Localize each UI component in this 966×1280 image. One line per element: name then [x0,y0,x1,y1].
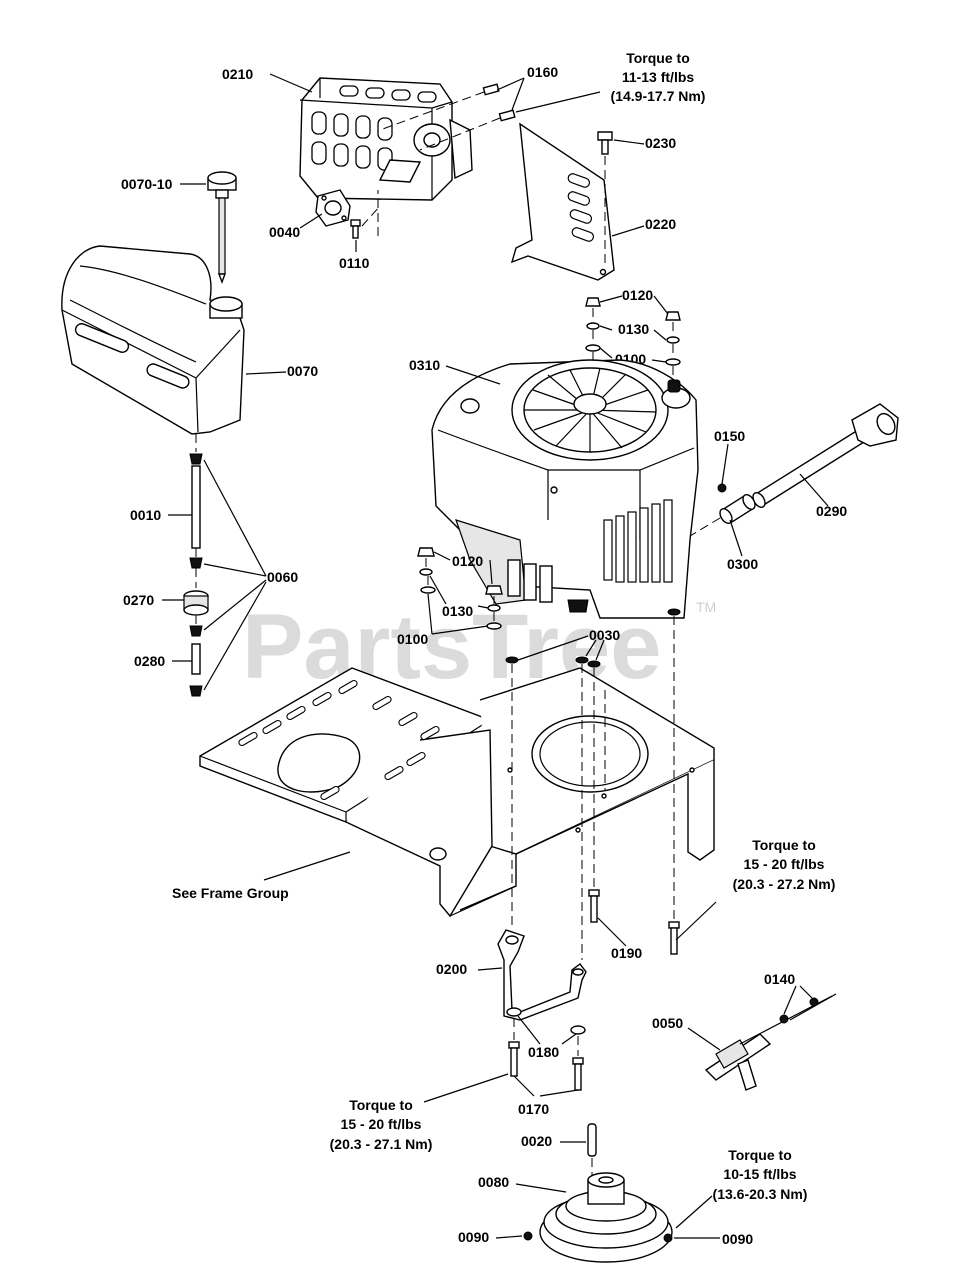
torque-note-1-line-2: 11-13 ft/lbs [622,69,695,85]
label-0070: 0070 [287,363,318,379]
torque-note-4-line-2: 10-15 ft/lbs [723,1166,796,1182]
label-0290: 0290 [816,503,847,519]
screw-0110-part[interactable] [350,219,361,239]
torque-note-3-line-2: 15 - 20 ft/lbs [341,1116,422,1132]
torque-note-3-line-3: (20.3 - 27.1 Nm) [330,1136,433,1152]
label-0090-right: 0090 [722,1231,753,1247]
gasket-part[interactable] [315,189,351,227]
muffler-guard-part[interactable] [299,77,473,201]
dipstick-part[interactable] [207,171,237,284]
label-0150: 0150 [714,428,745,444]
label-0110: 0110 [339,255,370,271]
label-0190: 0190 [611,945,642,961]
label-0120-upper: 0120 [622,287,653,303]
lower-hardware-part[interactable] [417,547,503,630]
label-0120-lower: 0120 [452,553,483,569]
label-0130-upper: 0130 [618,321,649,337]
label-0200: 0200 [436,961,467,977]
torque-note-1-line-1: Torque to [626,50,690,66]
heat-shield-part[interactable] [510,122,615,281]
fuel-tank-part[interactable] [61,245,245,435]
label-0070-10: 0070-10 [121,176,173,192]
label-0030: 0030 [589,627,620,643]
throttle-control-part[interactable] [704,993,837,1091]
label-0220: 0220 [645,216,676,232]
torque-note-4: Torque to 10-15 ft/lbs (13.6-20.3 Nm) [713,1147,808,1202]
exhaust-pipe-part[interactable] [751,403,899,509]
label-0310: 0310 [409,357,440,373]
torque-note-2: Torque to 15 - 20 ft/lbs (20.3 - 27.2 Nm… [733,837,836,892]
label-0080: 0080 [478,1174,509,1190]
label-0180: 0180 [528,1044,559,1060]
label-0090-left: 0090 [458,1229,489,1245]
washer-0180-part[interactable] [506,1007,586,1035]
bolt-0230-part[interactable] [597,131,613,155]
label-0020: 0020 [521,1133,552,1149]
torque-note-1-line-3: (14.9-17.7 Nm) [611,88,706,104]
label-0230: 0230 [645,135,676,151]
bolt-0190-part[interactable] [588,889,680,955]
label-0140: 0140 [764,971,795,987]
label-0010: 0010 [130,507,161,523]
torque-note-4-line-3: (13.6-20.3 Nm) [713,1186,808,1202]
frame-part[interactable] [199,667,715,918]
torque-note-1: Torque to 11-13 ft/lbs (14.9-17.7 Nm) [611,50,706,104]
label-see-frame-group: See Frame Group [172,885,289,901]
pulley-0080-part[interactable] [539,1172,673,1263]
torque-note-3: Torque to 15 - 20 ft/lbs (20.3 - 27.1 Nm… [330,1097,433,1152]
torque-note-2-line-1: Torque to [752,837,816,853]
bolt-0160-part[interactable] [482,83,516,122]
label-0270: 0270 [123,592,154,608]
label-0060: 0060 [267,569,298,585]
torque-note-2-line-2: 15 - 20 ft/lbs [744,856,825,872]
label-0210: 0210 [222,66,253,82]
leader-0060 [203,459,267,691]
washer-0030-part[interactable] [505,608,681,668]
exhaust-coupler-part[interactable] [718,493,758,526]
label-0100-lower: 0100 [397,631,428,647]
bracket-0200-part[interactable] [497,929,587,1021]
label-0280: 0280 [134,653,165,669]
torque-note-3-line-1: Torque to [349,1097,413,1113]
torque-note-2-line-3: (20.3 - 27.2 Nm) [733,876,836,892]
exhaust-ball-part[interactable] [717,483,727,493]
torque-note-4-line-1: Torque to [728,1147,792,1163]
upper-hardware-part[interactable] [585,297,681,366]
label-0050: 0050 [652,1015,683,1031]
key-0020-part[interactable] [587,1123,597,1157]
watermark-trademark: TM [696,599,716,615]
label-0040: 0040 [269,224,300,240]
label-0170: 0170 [518,1101,549,1117]
fuel-line-group[interactable] [183,434,209,697]
engine-part[interactable] [431,359,699,619]
label-0300: 0300 [727,556,758,572]
setscrew-0090-part[interactable] [523,1231,673,1243]
label-0130-lower: 0130 [442,603,473,619]
label-0160: 0160 [527,64,558,80]
